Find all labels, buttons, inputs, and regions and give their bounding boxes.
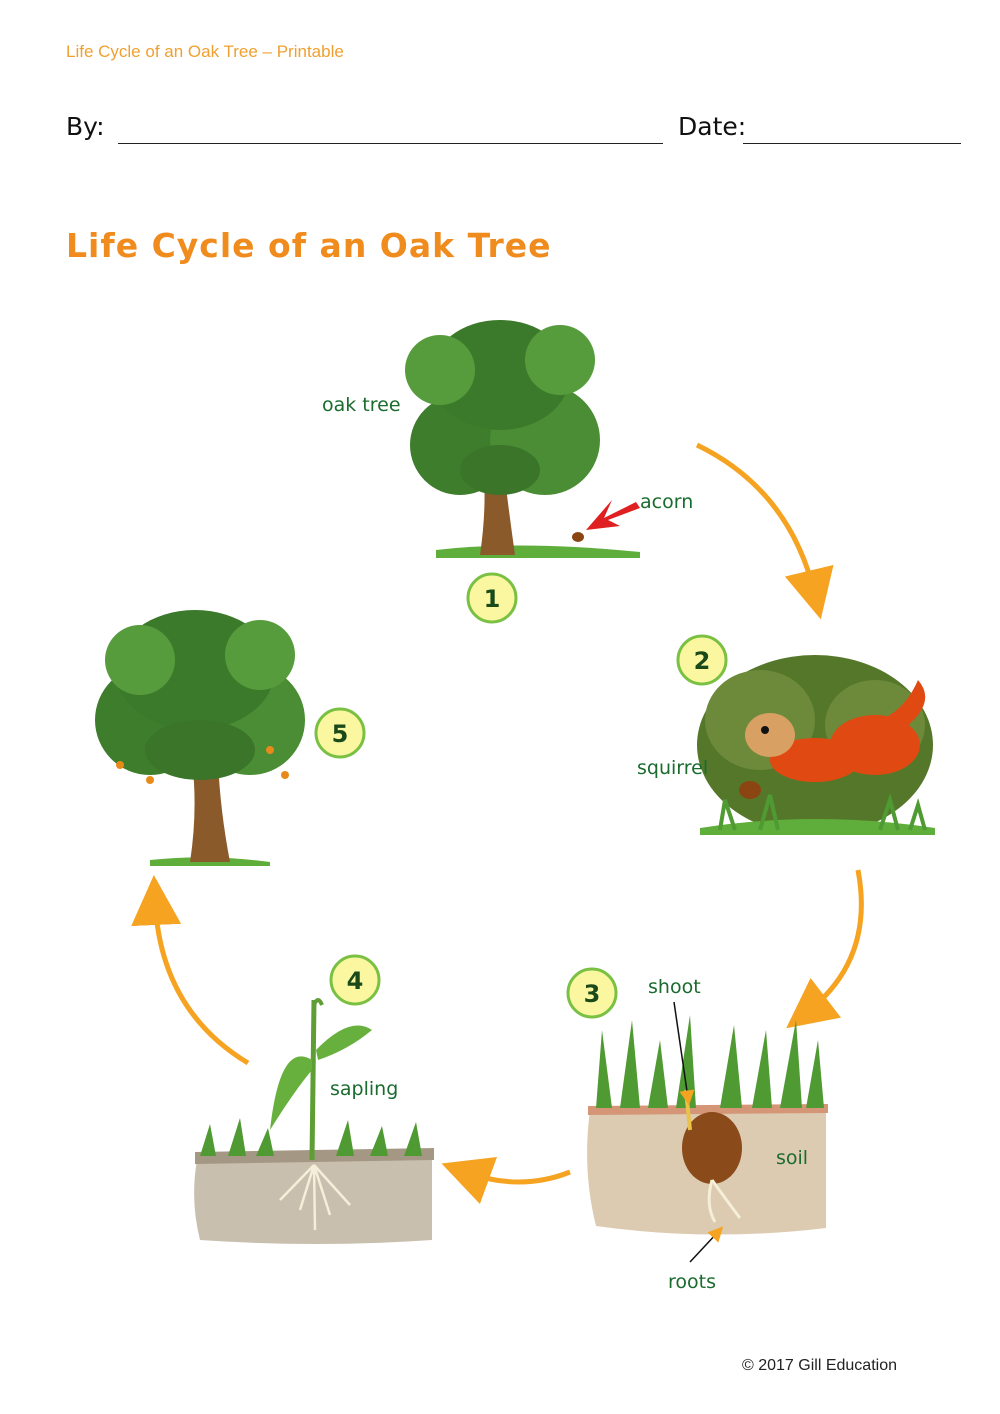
stage-4-number: 4 bbox=[347, 967, 364, 995]
name-date-row: By: Date: bbox=[66, 112, 966, 152]
arrow-2-to-3 bbox=[786, 869, 864, 1029]
sprouting-acorn-illustration bbox=[587, 1015, 828, 1235]
label-squirrel: squirrel bbox=[637, 757, 708, 779]
label-acorn: acorn bbox=[640, 491, 693, 513]
sapling-illustration bbox=[194, 998, 434, 1244]
stage-2-badge: 2 bbox=[676, 634, 728, 686]
stage-5-badge: 5 bbox=[314, 707, 366, 759]
date-label: Date: bbox=[678, 112, 747, 141]
squirrel-bush-illustration bbox=[697, 655, 935, 835]
stage-3-number: 3 bbox=[584, 980, 601, 1008]
label-soil: soil bbox=[776, 1147, 808, 1169]
roots-pointer-arrow bbox=[689, 1226, 724, 1263]
stage-1-badge: 1 bbox=[466, 572, 518, 624]
stage-2-number: 2 bbox=[694, 647, 711, 675]
by-label: By: bbox=[66, 112, 105, 141]
acorn-icon bbox=[572, 532, 584, 542]
label-sapling: sapling bbox=[330, 1078, 398, 1100]
oak-tree-illustration bbox=[405, 320, 640, 558]
worksheet-title: Life Cycle of an Oak Tree bbox=[66, 226, 552, 265]
label-oak-tree: oak tree bbox=[322, 394, 401, 416]
label-roots: roots bbox=[668, 1271, 716, 1293]
pointer-arrow-icon bbox=[586, 500, 640, 530]
arrow-3-to-4 bbox=[441, 1157, 571, 1205]
date-blank-line[interactable] bbox=[743, 143, 961, 144]
mature-oak-illustration bbox=[95, 610, 305, 866]
name-blank-line[interactable] bbox=[118, 143, 663, 144]
stage-4-badge: 4 bbox=[329, 954, 381, 1006]
stage-1-number: 1 bbox=[484, 585, 501, 613]
arrow-4-to-5 bbox=[131, 875, 250, 1066]
copyright-notice: © 2017 Gill Education bbox=[742, 1357, 897, 1374]
arrow-1-to-2 bbox=[695, 442, 834, 620]
stage-5-number: 5 bbox=[332, 720, 349, 748]
shoot-pointer-arrow bbox=[673, 1001, 695, 1106]
stage-3-badge: 3 bbox=[566, 967, 618, 1019]
page-subtitle: Life Cycle of an Oak Tree – Printable bbox=[66, 42, 344, 61]
label-shoot: shoot bbox=[648, 976, 701, 998]
